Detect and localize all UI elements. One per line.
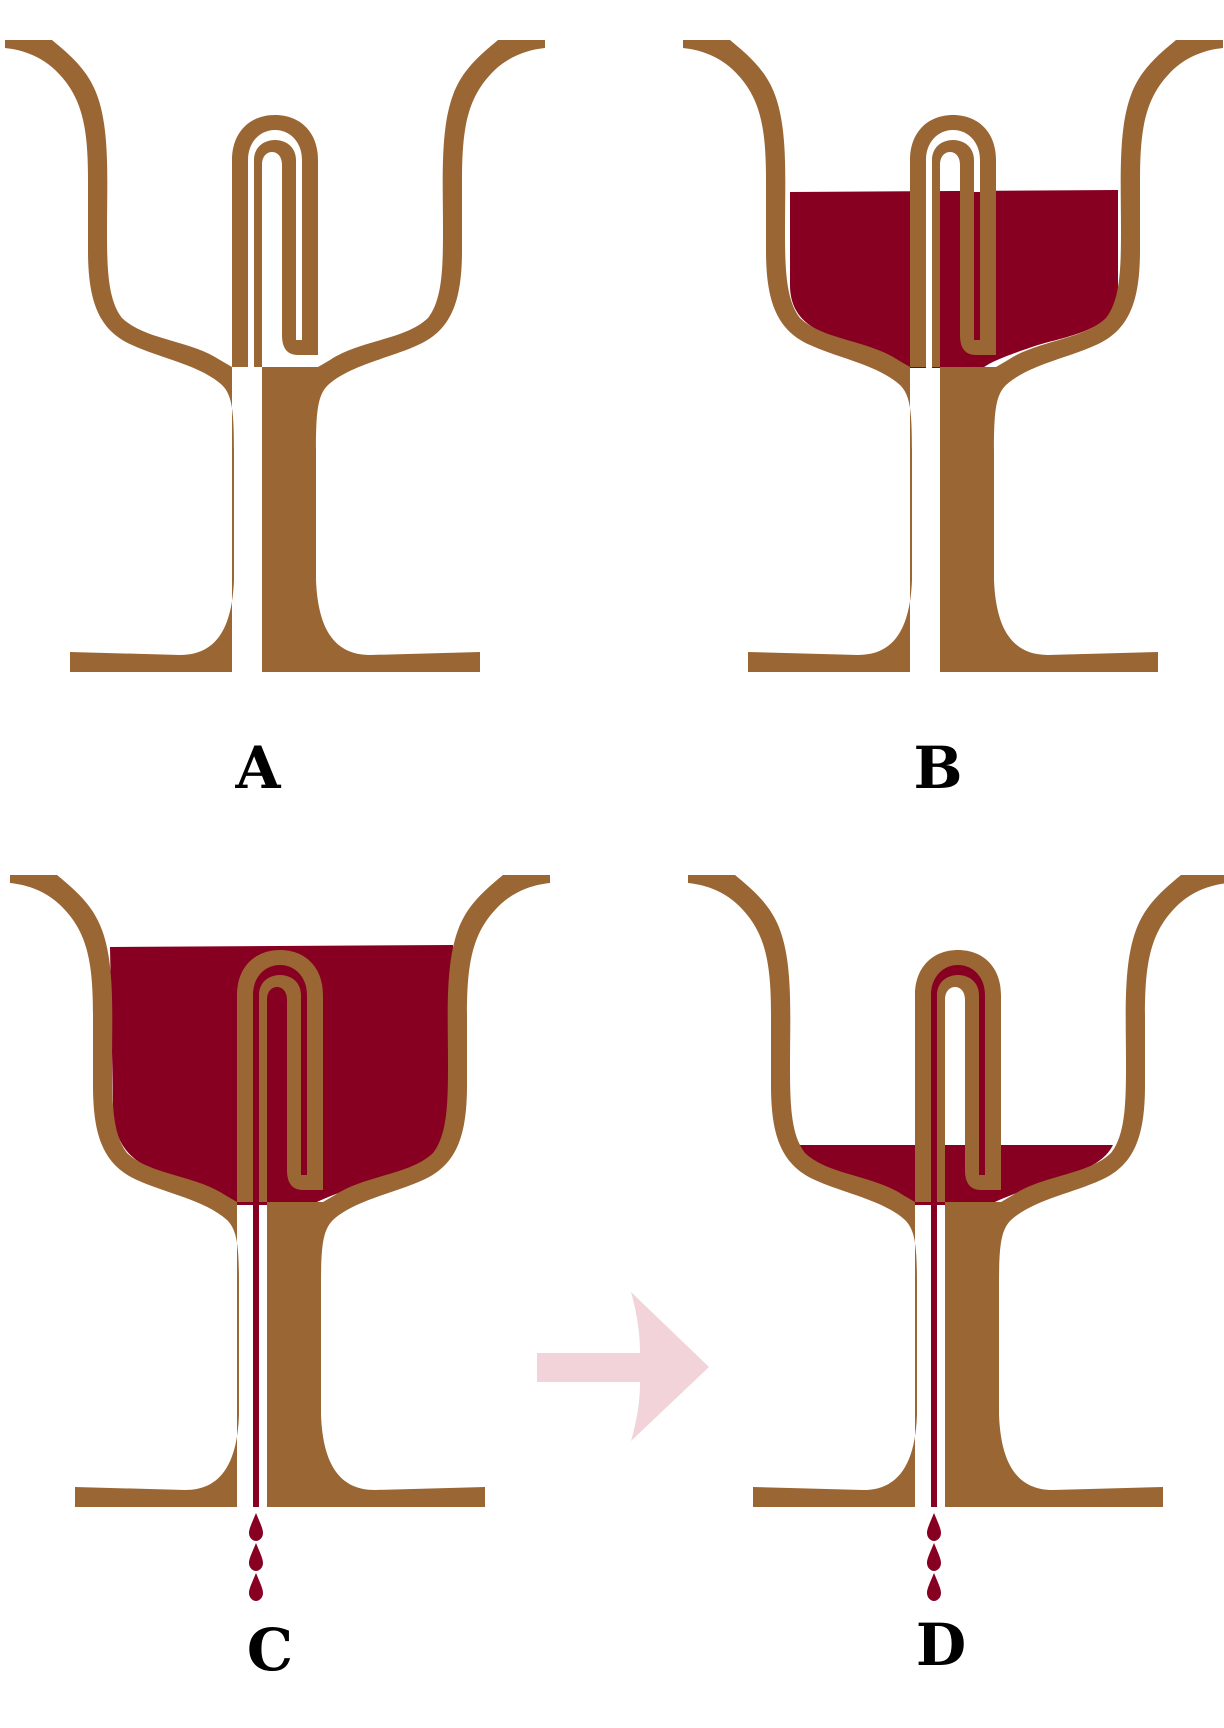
siphon-channel-wine [253,965,307,1507]
cup-right-outline [273,875,550,1507]
cup-right-outline [951,875,1224,1507]
arrow-right-icon [537,1292,709,1441]
panel-label: D [916,1611,966,1679]
cup-left-outline [688,875,917,1507]
drop [927,1573,941,1601]
cup-right-outline [946,40,1223,672]
siphon-channel [248,130,302,672]
wine-level [798,1145,1113,1205]
cup-a [5,40,545,672]
cup-d [688,875,1224,1507]
panel-c: C [10,875,550,1684]
drop [249,1573,263,1601]
panel-a: A [5,40,545,802]
panel-label: A [234,734,281,802]
drip-drops [927,1513,941,1601]
drop [927,1513,941,1541]
panel-d: D [688,875,1224,1679]
drip-drops [249,1513,263,1601]
panel-b: B [683,40,1223,802]
wine-level [110,945,453,1205]
panel-label: B [913,734,962,802]
panel-label: C [247,1616,293,1684]
siphon-channel-wine [931,965,985,1507]
drop [927,1543,941,1571]
cup-left-outline [10,875,239,1507]
wine-in-siphon [974,192,980,340]
drop [249,1513,263,1541]
cup-c [10,875,550,1507]
cup-b [683,40,1223,672]
wine-level [790,190,1118,368]
cup-left-outline [683,40,912,672]
drop [249,1543,263,1571]
cup-right-outline [268,40,545,672]
cup-left-outline [5,40,234,672]
siphon-channel [926,130,980,672]
